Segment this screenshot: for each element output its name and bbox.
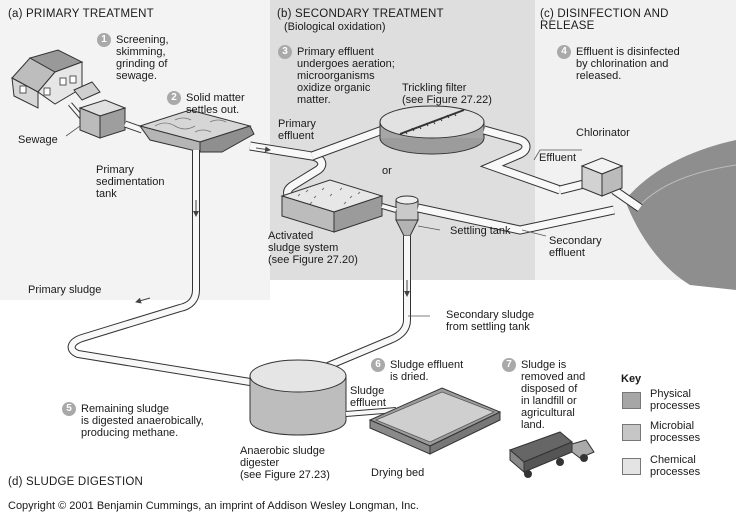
section-secondary-subtitle: (Biological oxidation) <box>284 21 386 33</box>
key-title: Key <box>621 373 642 385</box>
shoreline <box>625 140 736 290</box>
label-primary-effluent: Primary effluent <box>278 118 316 142</box>
section-primary-treatment: (a) PRIMARY TREATMENT <box>8 8 154 20</box>
step-7: 7 Sludge is removed and disposed of in l… <box>502 358 586 431</box>
screening-box <box>78 99 127 139</box>
chlorinator <box>580 157 624 197</box>
step-6: 6 Sludge effluent is dried. <box>371 358 464 383</box>
step-number: 5 <box>62 402 76 416</box>
step-text: Sludge effluent is dried. <box>390 359 464 383</box>
step-text: Remaining sludge is digested anaerobical… <box>81 403 204 439</box>
step-number: 6 <box>371 358 385 372</box>
step-number: 3 <box>278 45 292 59</box>
section-disinfection: (c) DISINFECTION AND RELEASE <box>540 8 669 32</box>
settling-tank <box>395 195 419 237</box>
label-effluent: Effluent <box>539 152 577 164</box>
step-text: Screening, skimming, grinding of sewage. <box>116 34 169 82</box>
key-swatch-microbial <box>622 424 641 441</box>
primary-sedimentation-tank <box>138 109 255 153</box>
trickling-filter <box>379 105 485 155</box>
section-secondary-treatment: (b) SECONDARY TREATMENT <box>277 8 444 20</box>
key-label-physical: Physical processes <box>650 388 701 412</box>
label-primary-tank: Primary sedimentation tank <box>96 164 165 200</box>
step-text: Sludge is removed and disposed of in lan… <box>521 359 586 431</box>
label-drying-bed: Drying bed <box>371 467 425 479</box>
label-chlorinator: Chlorinator <box>576 127 630 139</box>
step-1: 1 Screening, skimming, grinding of sewag… <box>97 33 169 82</box>
step-number: 4 <box>557 45 571 59</box>
step-text: Effluent is disinfected by chlorination … <box>576 46 680 82</box>
key-swatch-chemical <box>622 458 641 475</box>
activated-sludge-tank <box>280 179 384 233</box>
label-secondary-sludge: Secondary sludge from settling tank <box>446 309 535 333</box>
house-icon <box>11 49 84 109</box>
label-secondary-effluent: Secondary effluent <box>549 235 602 259</box>
section-sludge-digestion: (d) SLUDGE DIGESTION <box>8 476 143 488</box>
step-5: 5 Remaining sludge is digested anaerobic… <box>62 402 204 439</box>
key-swatch-physical <box>622 392 641 409</box>
step-text: Primary effluent undergoes aeration; mic… <box>297 46 395 106</box>
drying-bed <box>368 387 502 455</box>
digestion-section-bg <box>0 300 736 495</box>
step-4: 4 Effluent is disinfected by chlorinatio… <box>557 45 680 82</box>
anaerobic-digester <box>249 359 347 436</box>
label-or: or <box>382 165 392 177</box>
label-settling-tank: Settling tank <box>450 225 511 237</box>
step-text: Solid matter settles out. <box>186 92 245 116</box>
step-number: 2 <box>167 91 181 105</box>
label-primary-sludge: Primary sludge <box>28 284 102 296</box>
step-2: 2 Solid matter settles out. <box>167 91 245 116</box>
step-number: 7 <box>502 358 516 372</box>
label-digester: Anaerobic sludge digester (see Figure 27… <box>240 445 330 481</box>
key-label-chemical: Chemical processes <box>650 454 701 478</box>
key-label-microbial: Microbial processes <box>650 420 701 444</box>
label-sewage: Sewage <box>18 134 58 146</box>
label-activated-sludge: Activated sludge system (see Figure 27.2… <box>268 230 358 266</box>
label-trickling-filter: Trickling filter (see Figure 27.22) <box>402 82 492 106</box>
copyright: Copyright © 2001 Benjamin Cummings, an i… <box>8 500 419 512</box>
label-sludge-effluent: Sludge effluent <box>350 385 386 409</box>
step-3: 3 Primary effluent undergoes aeration; m… <box>278 45 395 106</box>
step-number: 1 <box>97 33 111 47</box>
truck-icon <box>509 431 595 478</box>
